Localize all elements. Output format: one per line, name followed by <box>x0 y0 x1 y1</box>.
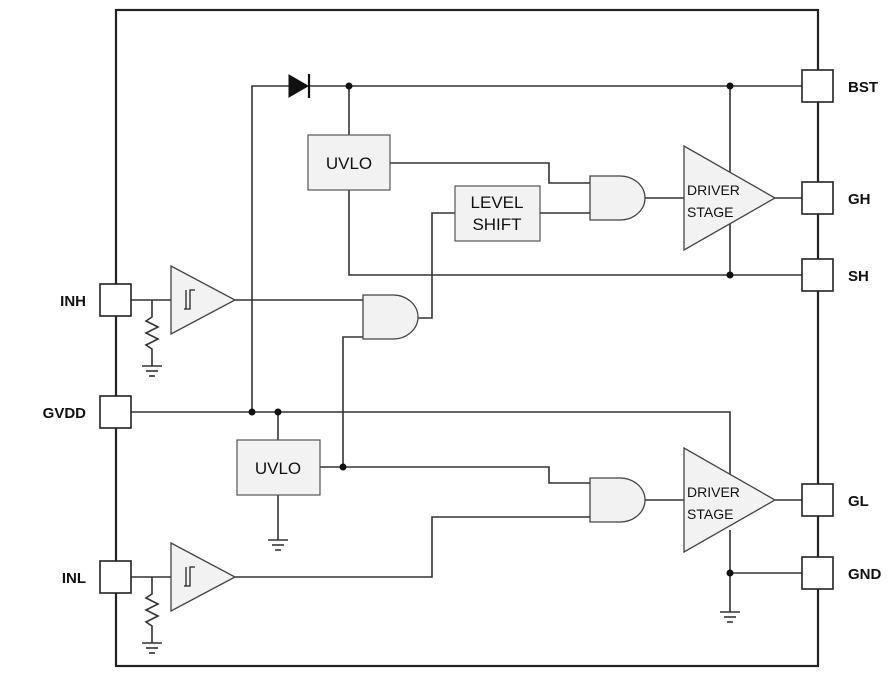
ground-icon <box>720 611 740 623</box>
pin-label-gvdd: GVDD <box>43 405 87 422</box>
pin-inh <box>99 283 132 317</box>
ground-icon <box>142 365 162 377</box>
driver-high-label-line1: DRIVER <box>687 182 740 198</box>
level-shift-block <box>454 185 541 242</box>
driver-stage-high <box>683 144 777 252</box>
pin-sh <box>801 258 834 292</box>
pin-label-sh: SH <box>848 268 869 285</box>
driver-stage-low <box>683 446 777 554</box>
pin-label-inh: INH <box>60 293 86 310</box>
uvlo-high-label: UVLO <box>326 154 372 173</box>
wires <box>131 85 802 643</box>
driver-low-label-line1: DRIVER <box>687 484 740 500</box>
junction-dots <box>248 82 734 577</box>
ground-icon <box>268 539 288 551</box>
pin-bst <box>801 69 834 103</box>
and-gate-low <box>589 477 646 523</box>
pin-gh <box>801 181 834 215</box>
and-gate-input <box>362 294 419 340</box>
driver-high-label-line2: STAGE <box>687 204 733 220</box>
pin-label-inl: INL <box>62 570 86 587</box>
ground-icon <box>142 642 162 654</box>
diode-icon <box>288 74 311 98</box>
pin-inl <box>99 560 132 594</box>
uvlo-high-block <box>307 134 391 191</box>
level-shift-label-line2: SHIFT <box>472 215 521 234</box>
schmitt-trigger-icon <box>184 566 195 587</box>
pin-gvdd <box>99 395 132 429</box>
pin-label-gh: GH <box>848 191 871 208</box>
pin-label-bst: BST <box>848 79 878 96</box>
level-shift-label-line1: LEVEL <box>471 193 524 212</box>
pin-gl <box>801 483 834 517</box>
pin-gnd <box>801 556 834 590</box>
pin-label-gnd: GND <box>848 566 882 583</box>
driver-low-label-line2: STAGE <box>687 506 733 522</box>
and-gate-high <box>589 175 646 221</box>
inh-schmitt-buffer <box>170 264 237 336</box>
inl-schmitt-buffer <box>170 541 237 613</box>
pin-label-gl: GL <box>848 493 869 510</box>
uvlo-low-block <box>236 439 321 496</box>
ic-outline <box>114 8 820 668</box>
uvlo-low-label: UVLO <box>255 459 301 478</box>
schmitt-trigger-icon <box>184 289 195 310</box>
